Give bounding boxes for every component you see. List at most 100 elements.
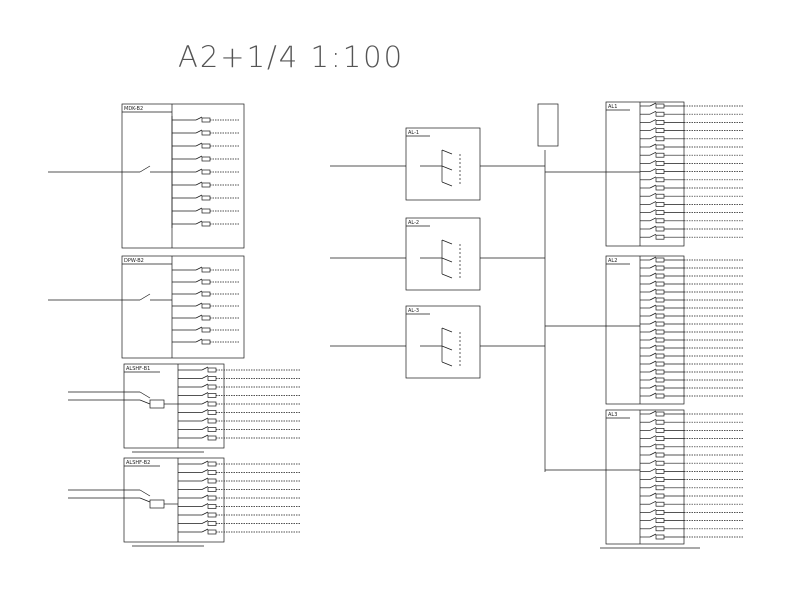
breaker-symbol [655, 161, 665, 166]
breaker-symbol [207, 384, 217, 390]
breaker-symbol [655, 361, 665, 367]
breaker-symbol [655, 469, 665, 474]
breaker-symbol [655, 477, 665, 482]
circuit-line [649, 272, 657, 277]
panel-dpw-b2 [48, 255, 245, 359]
breaker-symbol [655, 289, 665, 295]
circuit-line [649, 160, 657, 164]
circuit-line [195, 290, 203, 295]
circuit-line [649, 484, 657, 489]
breaker-symbol [655, 419, 665, 425]
circuit-line [201, 460, 209, 465]
breaker-symbol [655, 210, 665, 215]
circuit-line [201, 409, 209, 413]
circuit-line [649, 328, 657, 333]
panel-al2 [596, 255, 744, 405]
circuit-line [649, 352, 657, 357]
breaker-symbol [201, 208, 211, 214]
circuit-line [649, 384, 657, 389]
circuit-line [649, 492, 657, 497]
panel-label: ALSHF-B2 [126, 460, 150, 466]
panel-al1 [596, 101, 744, 247]
circuit-line [195, 314, 203, 319]
breaker-symbol [655, 136, 665, 142]
breaker-symbol [201, 315, 211, 321]
panel-al-3 [330, 305, 545, 379]
circuit-line [649, 509, 657, 513]
breaker-symbol [655, 144, 665, 150]
panel-frame [405, 305, 481, 379]
breaker-symbol [655, 313, 665, 319]
circuit-line [649, 184, 657, 189]
panel-alshf-b1 [68, 363, 300, 453]
circuit-line [649, 143, 657, 148]
circuit-line [201, 366, 209, 371]
circuit-line [201, 417, 209, 422]
breaker-symbol [201, 130, 211, 136]
circuit-line [201, 434, 209, 439]
panel-frame [405, 127, 481, 201]
breaker-symbol [655, 281, 665, 287]
breaker-symbol [207, 393, 217, 398]
panel-al-1 [330, 127, 545, 201]
circuit-line [201, 477, 209, 482]
circuit-line [195, 220, 203, 225]
panel-frame [605, 101, 685, 247]
circuit-line [201, 375, 209, 379]
breaker-symbol [655, 452, 665, 458]
breaker-symbol [655, 305, 665, 311]
circuit-line [195, 142, 203, 147]
circuit-line [649, 135, 657, 140]
panel-label: AL-1 [408, 130, 419, 136]
circuit-line [649, 225, 657, 230]
circuit-line [195, 302, 203, 307]
circuit-line [649, 168, 657, 172]
circuit-line [649, 176, 657, 181]
panel-frame [123, 457, 225, 543]
circuit-line [201, 383, 209, 388]
circuit-line [649, 392, 657, 397]
breaker-symbol [201, 156, 211, 162]
breaker-symbol [207, 410, 217, 415]
breaker-symbol [207, 487, 217, 492]
breaker-symbol [201, 143, 211, 149]
breaker-symbol [207, 495, 217, 501]
breaker-symbol [201, 117, 211, 123]
circuit-line [195, 338, 203, 343]
breaker-symbol [655, 297, 665, 303]
circuit-line [649, 336, 657, 341]
circuit-line [195, 207, 203, 212]
breaker-symbol [655, 411, 665, 417]
circuit-line [649, 517, 657, 521]
panel-frame [405, 217, 481, 291]
circuit-line [195, 266, 203, 271]
breaker-symbol [207, 512, 217, 518]
breaker-symbol [655, 369, 665, 375]
circuit-line [195, 129, 203, 134]
breaker-symbol [655, 120, 665, 125]
circuit-line [201, 528, 209, 533]
breaker-symbol [655, 218, 665, 224]
circuit-line [201, 494, 209, 499]
circuit-line [201, 426, 209, 430]
breaker-symbol [655, 226, 665, 232]
breaker-symbol [207, 418, 217, 424]
breaker-symbol [655, 193, 665, 199]
circuit-line [649, 201, 657, 205]
circuit-line [649, 368, 657, 373]
breaker-symbol [655, 436, 665, 441]
breaker-symbol [201, 182, 211, 188]
circuit-line [649, 256, 657, 261]
circuit-line [201, 469, 209, 473]
breaker-symbol [207, 478, 217, 484]
breaker-symbol [207, 427, 217, 432]
breaker-symbol [201, 303, 211, 309]
circuit-line [649, 468, 657, 472]
panel-frame [605, 409, 685, 545]
breaker-symbol [655, 493, 665, 499]
breaker-symbol [655, 526, 665, 532]
panel-frame [121, 103, 245, 249]
circuit-line [195, 278, 203, 283]
